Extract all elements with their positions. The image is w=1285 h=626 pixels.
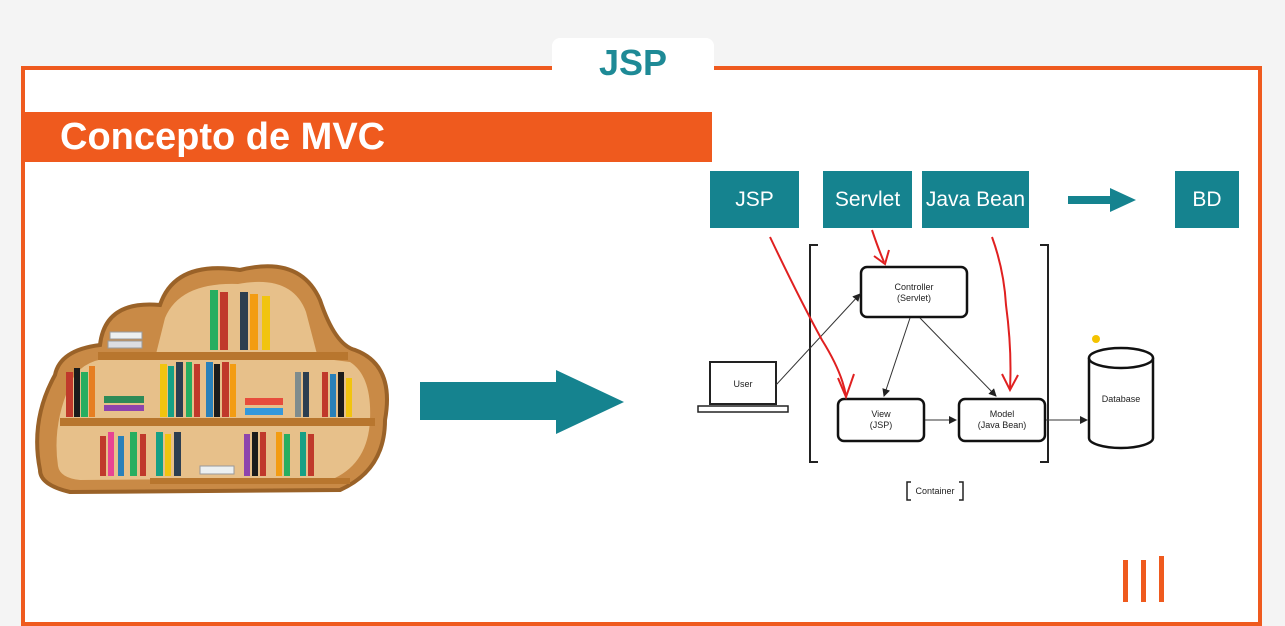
servlet-box-label: Servlet	[834, 187, 901, 211]
jsp-box: JSP	[710, 171, 799, 228]
controller-node: Controller (Servlet)	[859, 265, 969, 319]
decorative-bars-icon	[1123, 556, 1164, 602]
database-node: Database	[1087, 346, 1155, 450]
controller-sublabel: (Servlet)	[897, 293, 931, 303]
container-left-bracket	[809, 244, 818, 463]
user-label: User	[733, 379, 752, 389]
view-node: View (JSP)	[836, 397, 926, 443]
container-label: Container	[915, 486, 954, 496]
header-tab-label: JSP	[598, 42, 668, 83]
big-arrow-icon	[420, 370, 624, 434]
controller-to-view-arrow	[882, 317, 911, 397]
model-node: Model (Java Bean)	[957, 397, 1047, 443]
diagram-canvas: Container User Controller (Servlet) View…	[35, 188, 1164, 602]
servlet-box: Servlet	[823, 171, 912, 228]
model-label: Model	[990, 409, 1015, 419]
slide-title: Concepto de MVC	[60, 115, 386, 158]
container-right-bracket	[1040, 244, 1049, 463]
java-bean-box-label: Java Bean	[925, 187, 1026, 211]
jsp-box-label: JSP	[735, 187, 774, 211]
bd-box-label: BD	[1192, 187, 1222, 211]
database-label: Database	[1102, 394, 1141, 404]
cursor-mark-icon	[1092, 335, 1100, 343]
bd-box: BD	[1175, 171, 1239, 228]
header-tab: JSP	[552, 38, 714, 88]
view-label: View	[871, 409, 891, 419]
red-annotation-arrows	[769, 229, 1019, 400]
java-bean-box: Java Bean	[922, 171, 1029, 228]
user-node: User	[697, 361, 789, 413]
view-sublabel: (JSP)	[870, 420, 893, 430]
user-to-controller-arrow	[775, 293, 861, 386]
controller-label: Controller	[894, 282, 933, 292]
arrow-to-bd-icon	[1068, 188, 1136, 212]
model-sublabel: (Java Bean)	[978, 420, 1027, 430]
title-bar: Concepto de MVC	[25, 112, 712, 162]
bookshelf-cloud-image	[35, 264, 389, 495]
controller-to-model-arrow	[919, 317, 997, 397]
